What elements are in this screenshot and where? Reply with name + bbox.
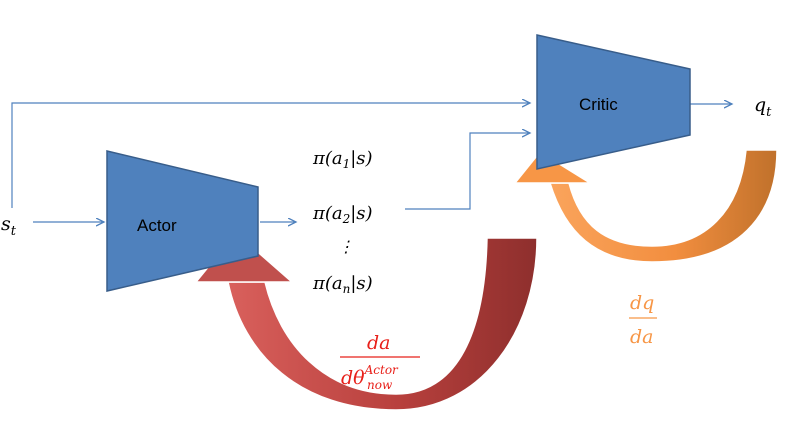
policy-outputs: π(a1|s) π(a2|s) ⋮ π(an|s) (312, 148, 373, 296)
policy-output-1: π(a1|s) (312, 148, 373, 171)
actor-arrow-band (227, 237, 538, 411)
connector-lines (11, 103, 732, 222)
critic-gradient-denominator: da (630, 326, 654, 348)
q-output-label: qt (754, 94, 772, 120)
actor-block: Actor (106, 150, 259, 292)
critic-gradient-fraction: dq da (629, 292, 657, 348)
policy-ellipsis: ⋮ (338, 237, 354, 256)
actor-gradient-numerator: da (367, 332, 391, 354)
critic-gradient-numerator: dq (630, 292, 654, 314)
critic-arrow-head (513, 151, 593, 184)
policy-output-2: π(a2|s) (312, 203, 373, 226)
actor-label: Actor (137, 216, 177, 235)
policy-output-n: π(an|s) (312, 273, 373, 296)
critic-arrow-band (548, 149, 778, 263)
critic-block: Critic (536, 34, 691, 170)
critic-label: Critic (579, 95, 618, 114)
critic-gradient-arrow (513, 149, 778, 263)
policy-to-critic-line (405, 133, 530, 210)
state-input-label: st (1, 213, 17, 239)
critic-trapezoid (536, 34, 691, 170)
actor-trapezoid (106, 150, 259, 292)
state-to-critic-line (11, 103, 530, 208)
